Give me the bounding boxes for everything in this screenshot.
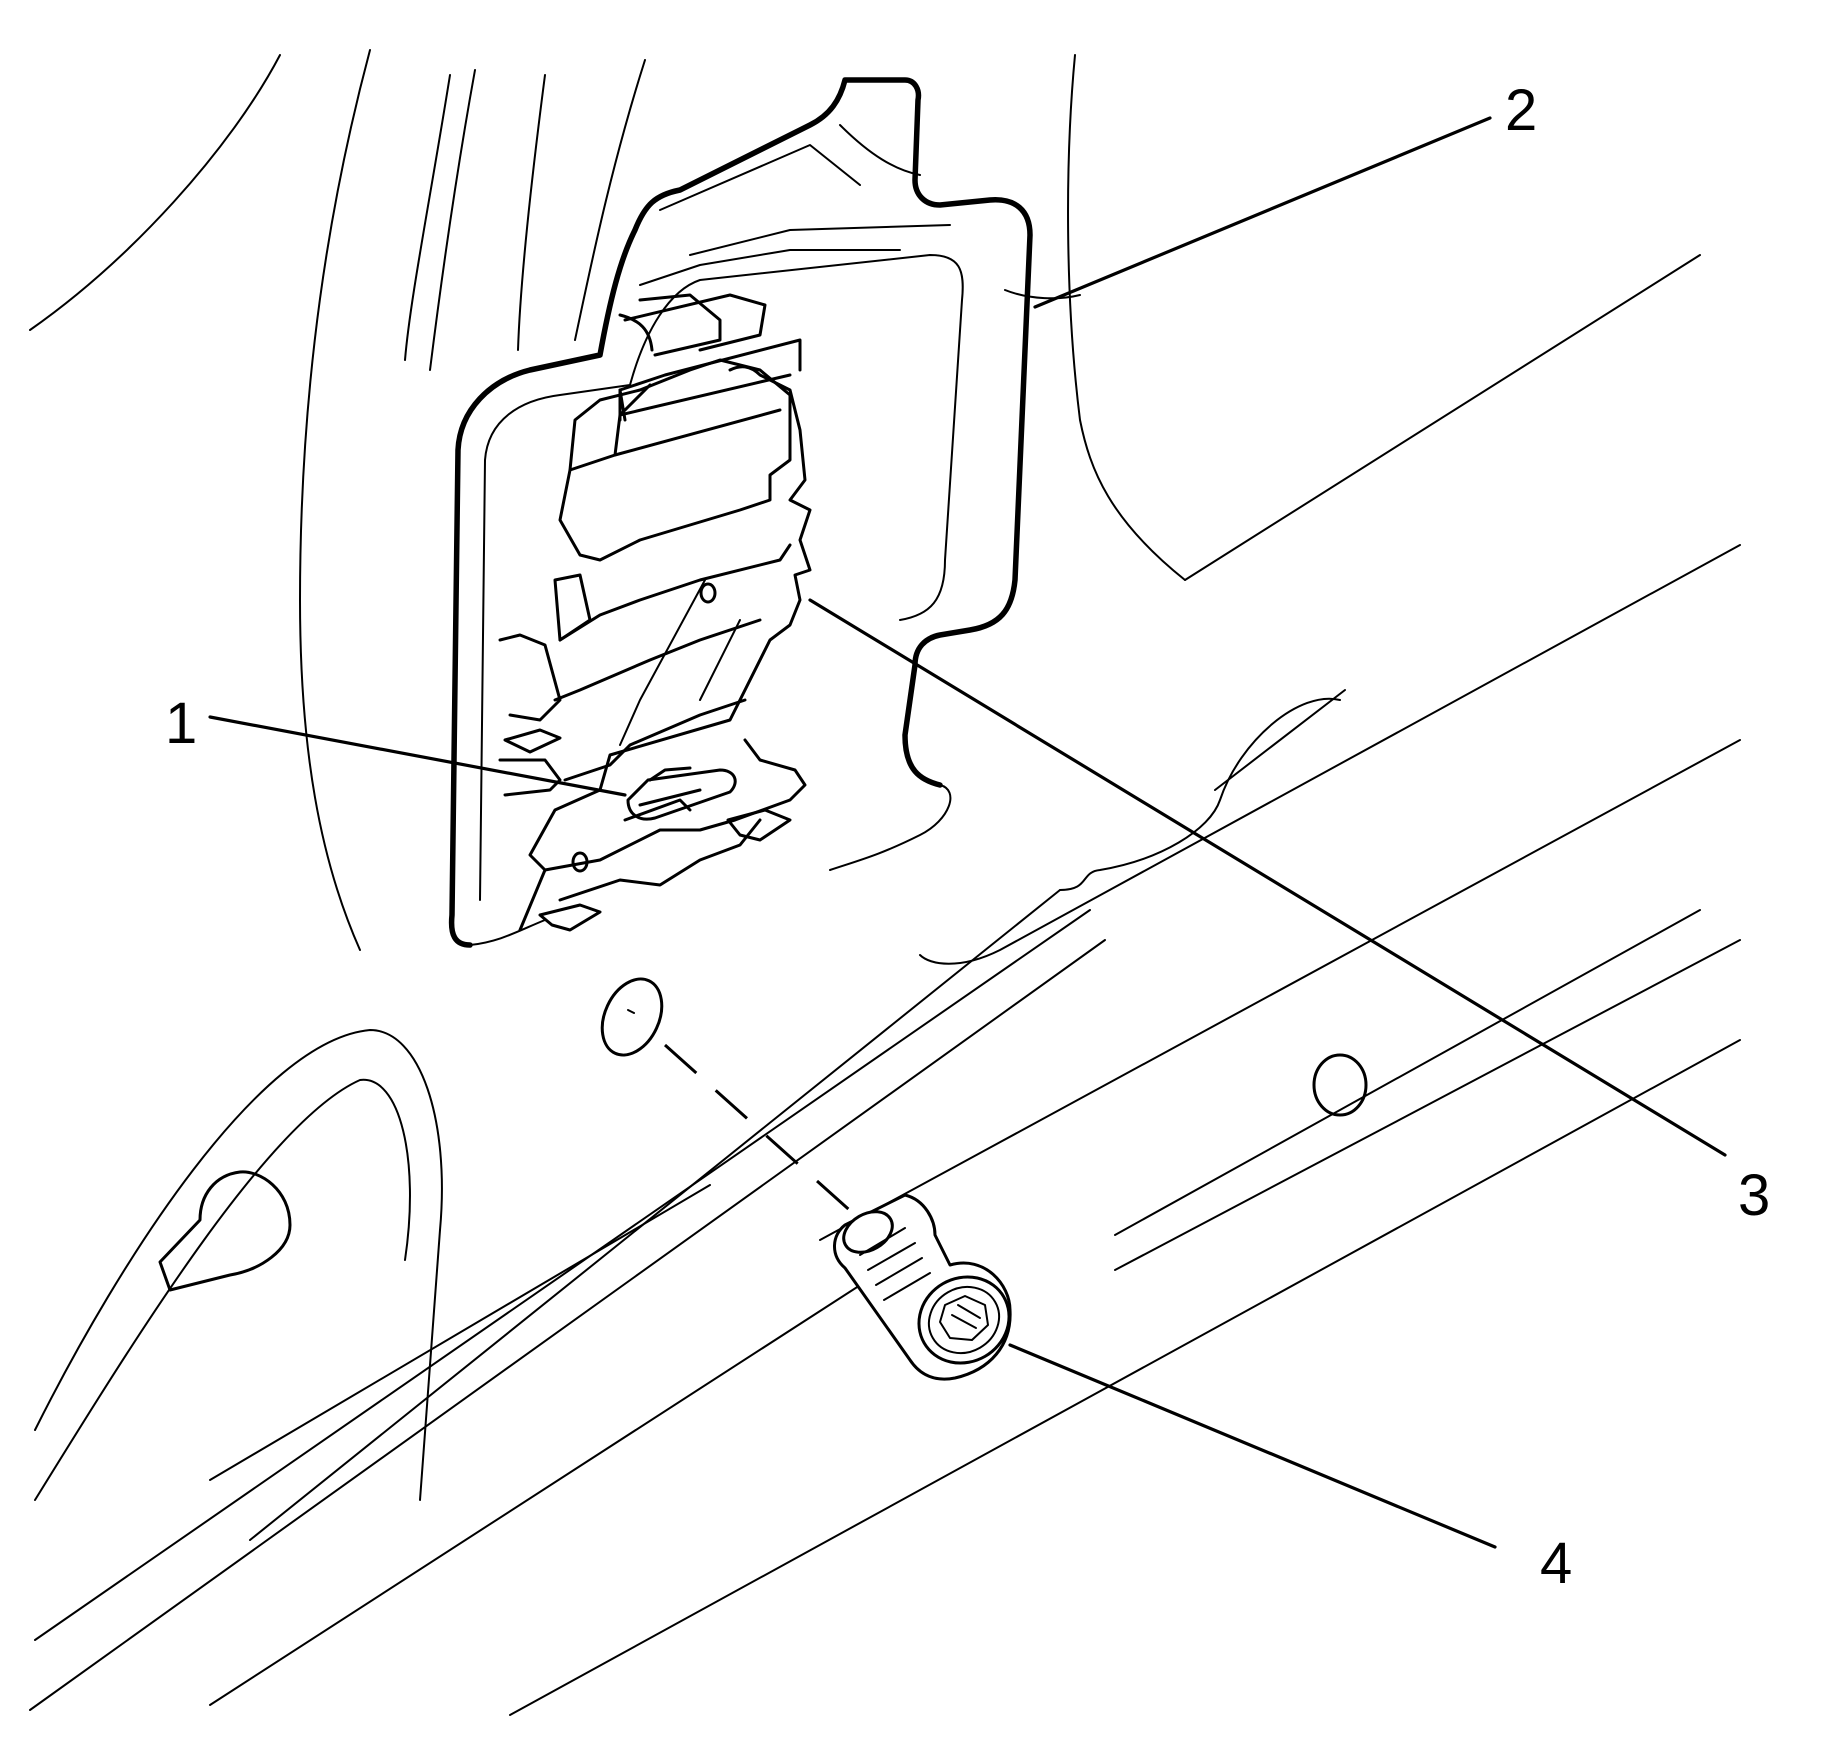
bolt-icon [833,1193,1012,1381]
alignment-line [663,1043,857,1217]
body-structure [29,49,1741,1716]
callout-2: 2 [1505,78,1537,143]
callout-3: 3 [1738,1163,1770,1228]
leader-2 [1033,116,1492,309]
leader-4 [1008,1343,1497,1549]
callouts: 1 2 3 4 [165,78,1770,1596]
leader-lines [208,116,1727,1549]
leader-1 [208,715,627,797]
leader-3 [808,598,1727,1157]
trim-panel [448,77,1033,948]
bracket-assembly [498,293,812,932]
callout-1: 1 [165,691,197,756]
callout-4: 4 [1540,1531,1572,1596]
